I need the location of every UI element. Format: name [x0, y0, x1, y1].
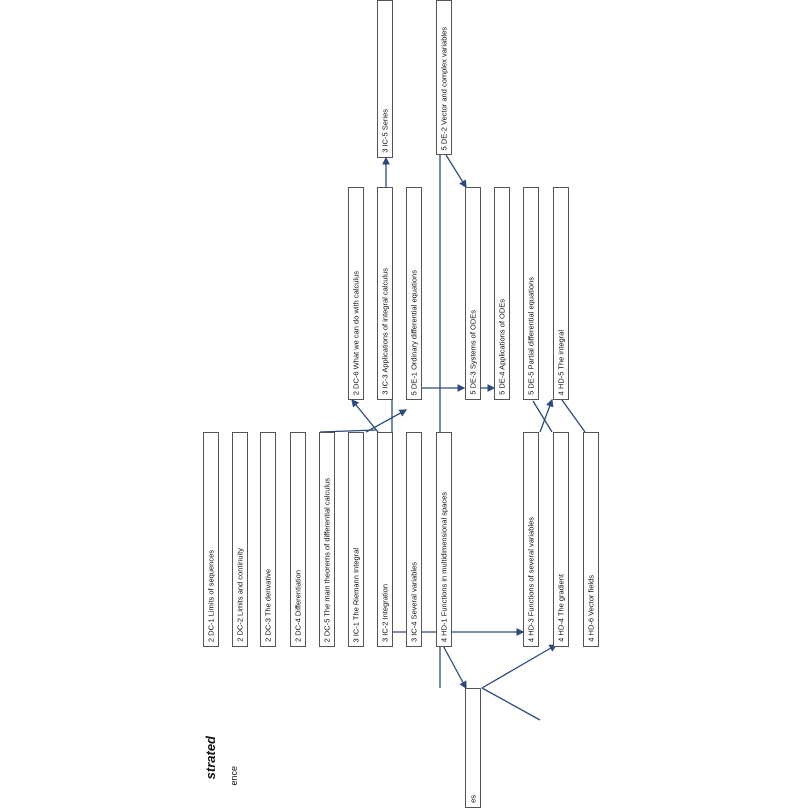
node-dc5: 2 DC-5 The main theorems of differential… [319, 432, 335, 647]
node-ic1: 3 IC-1 The Riemann Integral [348, 432, 364, 647]
node-ic3: 3 IC-3 Applications of integral calculus [377, 187, 393, 400]
node-label: 2 DC-6 What we can do with calculus [351, 270, 361, 395]
node-ic4: 3 IC-4 Several variables [406, 432, 422, 647]
node-label: 3 IC-2 Integration [380, 584, 390, 642]
edge [319, 429, 377, 433]
node-ic2: 3 IC-2 Integration [377, 432, 393, 647]
edge [539, 398, 554, 433]
node-de2: 5 DE-2 Vector and complex variables [436, 0, 452, 155]
node-de5: 5 DE-5 Partial differential equations [523, 187, 539, 400]
node-label: 4 HD-4 The gradient [556, 574, 566, 642]
edge [561, 399, 586, 433]
node-label: 3 IC-1 The Riemann Integral [351, 547, 361, 643]
node-ic5: 3 IC-5 Series [377, 0, 393, 158]
node-hd3: 4 HD-3 Functions of several variables [523, 432, 539, 647]
edge [481, 644, 558, 689]
node-label: 5 DE-2 Vector and complex variables [439, 26, 449, 150]
node-bottom: es [465, 688, 481, 808]
node-label: 3 IC-5 Series [380, 109, 390, 153]
diagram-subtitle: ence [229, 766, 239, 786]
node-label: 5 DE-5 Partial differential equations [526, 277, 536, 395]
node-label: es [468, 795, 478, 803]
node-dc4: 2 DC-4 Differentiation [290, 432, 306, 647]
node-label: 3 IC-4 Several variables [409, 561, 419, 642]
node-dc6: 2 DC-6 What we can do with calculus [348, 187, 364, 400]
node-label: 2 DC-5 The main theorems of differential… [322, 477, 332, 642]
node-hd1: 4 HD-1 Functions in multidimensional spa… [436, 432, 452, 647]
node-label: 2 DC-2 Limits and continuity [235, 548, 245, 642]
node-hd4: 4 HD-4 The gradient [553, 432, 569, 647]
diagram-title: strated [203, 736, 218, 780]
edge [532, 400, 553, 433]
edge [445, 154, 467, 189]
node-label: 3 IC-3 Applications of integral calculus [380, 268, 390, 395]
node-hd6: 4 HD-6 Vector fields [583, 432, 599, 647]
edge [481, 687, 541, 721]
node-label: 2 DC-1 Limits of sequences [206, 549, 216, 642]
node-label: 4 HD-1 Functions in multidimensional spa… [439, 491, 449, 642]
node-dc1: 2 DC-1 Limits of sequences [203, 432, 219, 647]
edge [351, 398, 379, 433]
node-dc2: 2 DC-2 Limits and continuity [232, 432, 248, 647]
node-label: 5 DE-3 Systems of ODEs [468, 310, 478, 395]
node-label: 4 HD-5 The integral [556, 329, 566, 395]
node-label: 4 HD-6 Vector fields [586, 575, 596, 642]
node-label: 5 DE-4 Applications of ODEs [497, 299, 507, 395]
edge [439, 639, 467, 690]
node-de1: 5 DE-1 Ordinary differential equations [406, 187, 422, 400]
edge [365, 409, 408, 433]
node-de4: 5 DE-4 Applications of ODEs [494, 187, 510, 400]
node-label: 4 HD-3 Functions of several variables [526, 516, 536, 642]
node-dc3: 2 DC-3 The derivative [260, 432, 276, 647]
node-label: 2 DC-4 Differentiation [293, 570, 303, 642]
node-label: 2 DC-3 The derivative [263, 569, 273, 642]
node-label: 5 DE-1 Ordinary differential equations [409, 269, 419, 395]
node-hd5: 4 HD-5 The integral [553, 187, 569, 400]
node-de3: 5 DE-3 Systems of ODEs [465, 187, 481, 400]
